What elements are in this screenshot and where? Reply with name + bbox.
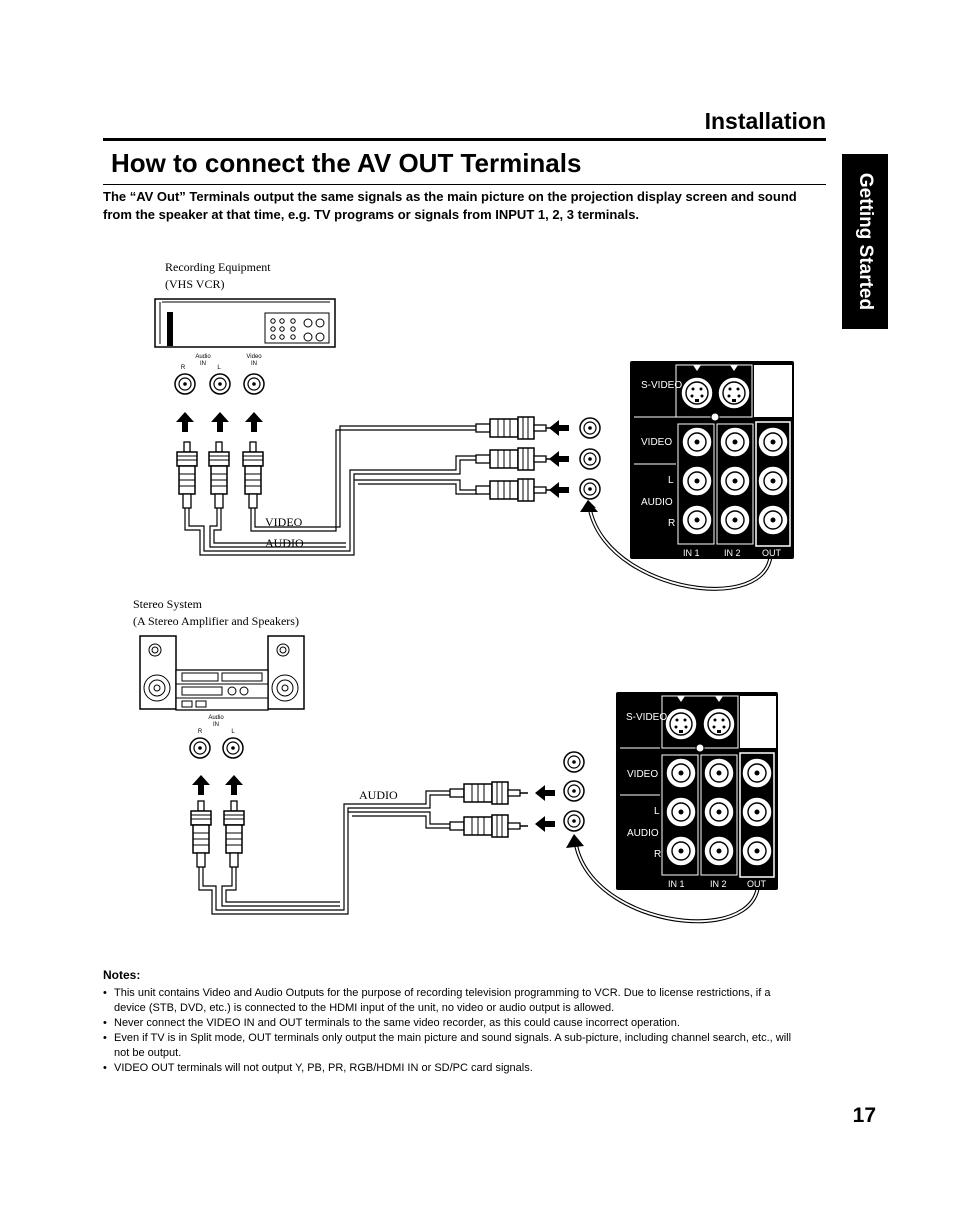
- diagram2-device-label-2: (A Stereo Amplifier and Speakers): [133, 614, 299, 628]
- svg-text:IN: IN: [213, 722, 219, 728]
- vcr-plugs: [176, 441, 264, 509]
- stereo-side-plugs: [449, 781, 529, 838]
- vcr-video-in-label: Video: [246, 354, 262, 360]
- tv-out-jacks-1: [579, 417, 601, 500]
- diagram1-device-label-1: Recording Equipment: [165, 260, 271, 274]
- notes-section: Notes: This unit contains Video and Audi…: [103, 968, 803, 1076]
- svg-text:VIDEO: VIDEO: [627, 769, 658, 780]
- svg-text:OUT: OUT: [747, 879, 767, 889]
- note-item: This unit contains Video and Audio Outpu…: [103, 986, 803, 1016]
- svg-text:L: L: [668, 475, 674, 486]
- stereo-left-arrows: [535, 785, 555, 832]
- stereo-cables: [198, 790, 452, 915]
- svg-text:S-VIDEO: S-VIDEO: [626, 712, 667, 723]
- tv-terminal-panel-1: S-VIDEO VIDEO L AUDIO R IN 1 IN 2 OUT: [630, 361, 794, 559]
- vcr-audio-in-label: Audio: [195, 354, 211, 360]
- section-title: Installation: [704, 108, 826, 134]
- svg-text:S-VIDEO: S-VIDEO: [641, 380, 682, 391]
- heading-rule: [103, 184, 826, 185]
- vcr-input-jacks: Audio IN Video IN R L: [174, 354, 265, 395]
- notes-title: Notes:: [103, 968, 141, 982]
- svg-text:IN 2: IN 2: [710, 879, 727, 889]
- stereo-plugs: [190, 800, 245, 868]
- svg-text:L: L: [231, 729, 235, 735]
- diagram1-device-label-2: (VHS VCR): [165, 277, 225, 291]
- vcr-side-plugs: [475, 416, 555, 502]
- svg-text:R: R: [198, 729, 203, 735]
- stereo-input-jacks: Audio IN R L: [189, 715, 244, 759]
- svg-text:AUDIO: AUDIO: [627, 828, 659, 839]
- svg-text:IN 2: IN 2: [724, 548, 741, 558]
- svg-text:VIDEO: VIDEO: [641, 437, 672, 448]
- notes-list: This unit contains Video and Audio Outpu…: [103, 986, 803, 1076]
- diagram2-audio-cable-label: AUDIO: [359, 788, 398, 802]
- svg-text:R: R: [668, 518, 675, 529]
- vcr-cables: [184, 425, 478, 556]
- vcr-up-arrows: [176, 412, 263, 432]
- note-item: Never connect the VIDEO IN and OUT termi…: [103, 1016, 803, 1031]
- side-tab: Getting Started: [842, 154, 888, 329]
- note-item: Even if TV is in Split mode, OUT termina…: [103, 1031, 803, 1061]
- svg-text:L: L: [217, 365, 221, 371]
- svg-text:IN: IN: [200, 361, 206, 367]
- stereo-up-arrows: [192, 775, 243, 795]
- top-rule: [103, 138, 826, 141]
- svg-text:IN 1: IN 1: [668, 879, 685, 889]
- svg-text:L: L: [654, 806, 660, 817]
- stereo-system: [139, 635, 305, 711]
- svg-text:IN 1: IN 1: [683, 548, 700, 558]
- svg-text:AUDIO: AUDIO: [641, 497, 673, 508]
- svg-text:IN: IN: [251, 361, 257, 367]
- intro-paragraph: The “AV Out” Terminals output the same s…: [103, 189, 797, 222]
- stereo-audio-in-label: Audio: [208, 715, 224, 721]
- vcr-left-arrows: [549, 420, 569, 498]
- note-item: VIDEO OUT terminals will not output Y, P…: [103, 1061, 803, 1076]
- page-number: 17: [852, 1104, 876, 1127]
- page-title: How to connect the AV OUT Terminals: [111, 148, 582, 178]
- diagram2-device-label-1: Stereo System: [133, 597, 202, 611]
- svg-text:OUT: OUT: [762, 548, 782, 558]
- diagram1-video-cable-label: VIDEO: [265, 515, 303, 529]
- svg-text:R: R: [654, 849, 661, 860]
- tv-out-jacks-2: [563, 751, 585, 832]
- svg-text:R: R: [181, 365, 186, 371]
- tv-terminal-panel-2: S-VIDEO VIDEO L AUDIO R IN 1 IN 2 OUT: [616, 692, 778, 890]
- vcr-device: [154, 298, 336, 348]
